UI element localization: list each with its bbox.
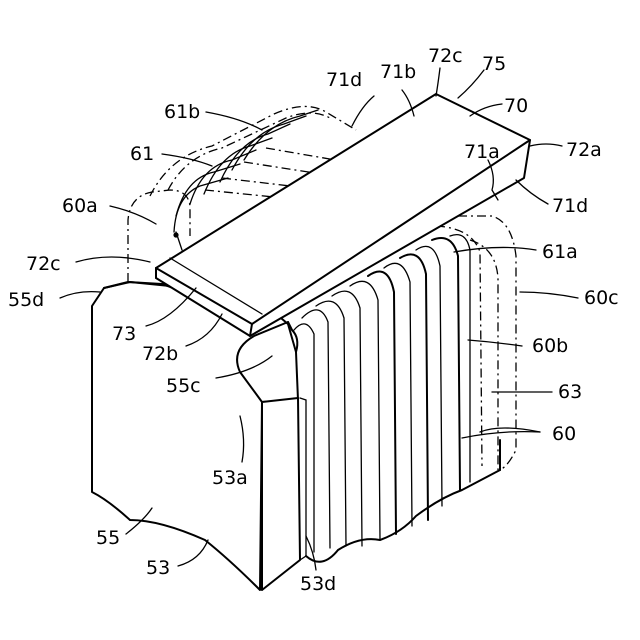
- label-71b: 71b: [380, 61, 416, 83]
- label-72c-top: 72c: [428, 45, 463, 67]
- label-55: 55: [96, 527, 120, 549]
- marker-dot: [173, 232, 178, 237]
- label-55c: 55c: [166, 375, 201, 397]
- label-72c-left: 72c: [26, 253, 61, 275]
- label-55d: 55d: [8, 289, 44, 311]
- label-61: 61: [130, 143, 154, 165]
- label-60b: 60b: [532, 335, 568, 357]
- label-60c: 60c: [584, 287, 619, 309]
- terminal-plate: [156, 94, 530, 336]
- label-75: 75: [482, 53, 506, 75]
- label-72a: 72a: [566, 139, 602, 161]
- label-70: 70: [504, 95, 528, 117]
- label-61a: 61a: [542, 241, 578, 263]
- label-61b: 61b: [164, 101, 200, 123]
- label-72b: 72b: [142, 343, 178, 365]
- label-71a: 71a: [464, 141, 500, 163]
- label-71d-top: 71d: [326, 69, 362, 91]
- label-60: 60: [552, 423, 576, 445]
- label-60a: 60a: [62, 195, 98, 217]
- label-53d: 53d: [300, 573, 336, 595]
- label-71d-right: 71d: [552, 195, 588, 217]
- label-53: 53: [146, 557, 170, 579]
- label-53a: 53a: [212, 467, 248, 489]
- label-73: 73: [112, 323, 136, 345]
- label-63: 63: [558, 381, 582, 403]
